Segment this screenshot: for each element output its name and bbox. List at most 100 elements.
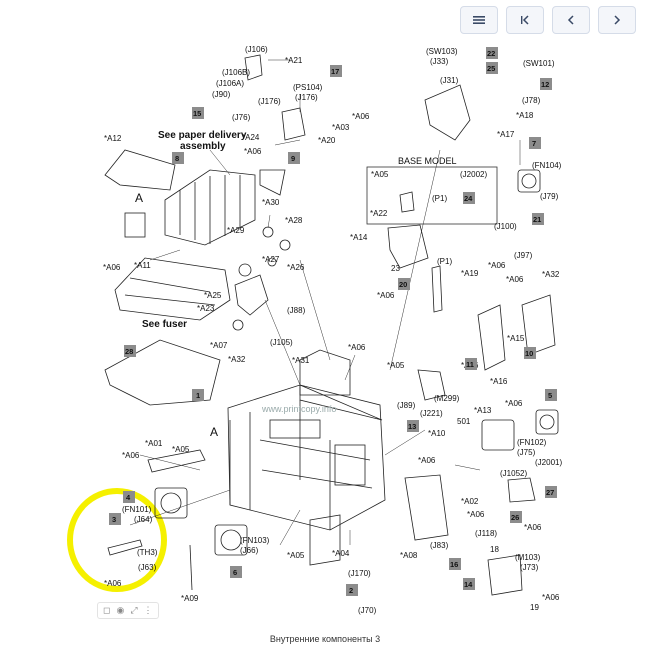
callout: (P1)	[437, 257, 452, 266]
callout: *A32	[542, 270, 560, 279]
callout: (J79)	[540, 192, 559, 201]
tag-number: 4	[126, 493, 131, 502]
previous-page-icon	[567, 15, 574, 25]
tag-number: 3	[112, 515, 116, 524]
tag-24: 24	[463, 192, 475, 204]
next-page-icon	[614, 15, 621, 25]
tag-9: 9	[288, 152, 300, 164]
camera-icon[interactable]: ◉	[116, 605, 125, 615]
more-icon[interactable]: ⋮	[143, 605, 153, 615]
callout: *A06	[542, 593, 560, 602]
callout: *A05	[287, 551, 305, 560]
first-page-button[interactable]	[506, 6, 544, 34]
gear-plate	[234, 274, 269, 316]
callout: (J170)	[348, 569, 371, 578]
callout: (J2002)	[460, 170, 487, 179]
tag-number: 27	[546, 488, 554, 497]
callout: 23	[391, 264, 400, 273]
callout: *A28	[285, 216, 303, 225]
crop-icon[interactable]: ⤢	[130, 605, 138, 615]
tag-number: 25	[487, 64, 495, 73]
fan-fn103	[214, 524, 248, 556]
page-navigation-toolbar	[460, 6, 636, 34]
tag-22: 22	[486, 47, 498, 59]
callout: *A29	[227, 226, 245, 235]
callout: *A12	[104, 134, 122, 143]
callout: (J176)	[295, 93, 318, 102]
list-menu-icon	[473, 16, 485, 24]
assembly-a-label: A	[135, 191, 143, 205]
gear-a30	[262, 226, 274, 238]
next-page-button[interactable]	[598, 6, 636, 34]
callout: *A04	[332, 549, 350, 558]
callout: (J97)	[514, 251, 533, 260]
callout: *A14	[350, 233, 368, 242]
tag-21: 21	[532, 213, 544, 225]
callout: *A06	[122, 451, 140, 460]
callout: (J118)	[475, 529, 497, 538]
gear-a27	[267, 257, 277, 267]
tag-1: 1	[192, 389, 204, 401]
callout-labels: (J106) *A21 (J106B) (J106A) (J90) (J76) …	[103, 45, 562, 615]
callout: (J106B)	[222, 68, 250, 77]
part-a14-bracket	[387, 224, 429, 269]
callout: *A06	[506, 275, 524, 284]
tag-5: 5	[545, 389, 557, 401]
tag-number: 20	[399, 280, 407, 289]
callout: (J31)	[440, 76, 459, 85]
callout: *A06	[377, 291, 395, 300]
fan-fn101-hub	[160, 492, 182, 514]
see-fuser-label: See fuser	[142, 319, 187, 330]
tag-number: 17	[331, 67, 339, 76]
fan-fn102	[481, 419, 515, 451]
list-menu-button[interactable]	[460, 6, 498, 34]
callout: (M299)	[434, 394, 460, 403]
fuser-assembly	[114, 257, 231, 321]
part-a22-sensor	[399, 191, 415, 213]
callout: 501	[457, 417, 471, 426]
callout: 19	[530, 603, 539, 612]
tag-number: 13	[408, 422, 416, 431]
callout: *A06	[352, 112, 370, 121]
callout: *A20	[318, 136, 336, 145]
tag-number: 9	[291, 154, 295, 163]
tag-number: 12	[541, 80, 549, 89]
gear-a28	[279, 239, 291, 251]
callout: (J100)	[494, 222, 517, 231]
tag-28: 28	[124, 345, 136, 357]
leader-lines	[129, 59, 521, 546]
callout: *A16	[490, 377, 508, 386]
part-a16-duct	[477, 304, 506, 371]
tag-number: 22	[487, 49, 495, 58]
callout: (FN103)	[240, 536, 270, 545]
fan-fn101	[154, 487, 188, 519]
callout: *A24	[242, 133, 260, 142]
tag-6: 6	[230, 566, 242, 578]
image-caption: Внутренние компоненты 3	[269, 634, 381, 644]
callout: *A27	[262, 255, 280, 264]
callout: *A10	[428, 429, 446, 438]
part-a12-rail	[104, 149, 176, 191]
callout: *A07	[210, 341, 228, 350]
tag-number: 26	[511, 513, 519, 522]
callout: (J90)	[212, 90, 231, 99]
callout: *A01	[145, 439, 163, 448]
tag-20: 20	[398, 278, 410, 290]
callout: (J73)	[520, 563, 539, 572]
tag-12: 12	[540, 78, 552, 90]
previous-page-button[interactable]	[552, 6, 590, 34]
fan-fn104	[517, 169, 541, 193]
bookmark-icon[interactable]: ◻	[103, 605, 111, 615]
callout: *A06	[104, 579, 122, 588]
tag-number: 8	[175, 154, 179, 163]
callout: (P1)	[432, 194, 447, 203]
callout: (J89)	[397, 401, 416, 410]
tag-number: 1	[196, 391, 200, 400]
tag-13: 13	[407, 420, 419, 432]
fan-5	[535, 409, 559, 435]
callout: *A15	[507, 334, 525, 343]
see-paper-delivery-label-2: assembly	[180, 141, 226, 152]
tag-26: 26	[510, 511, 522, 523]
callout: (J2001)	[535, 458, 562, 467]
